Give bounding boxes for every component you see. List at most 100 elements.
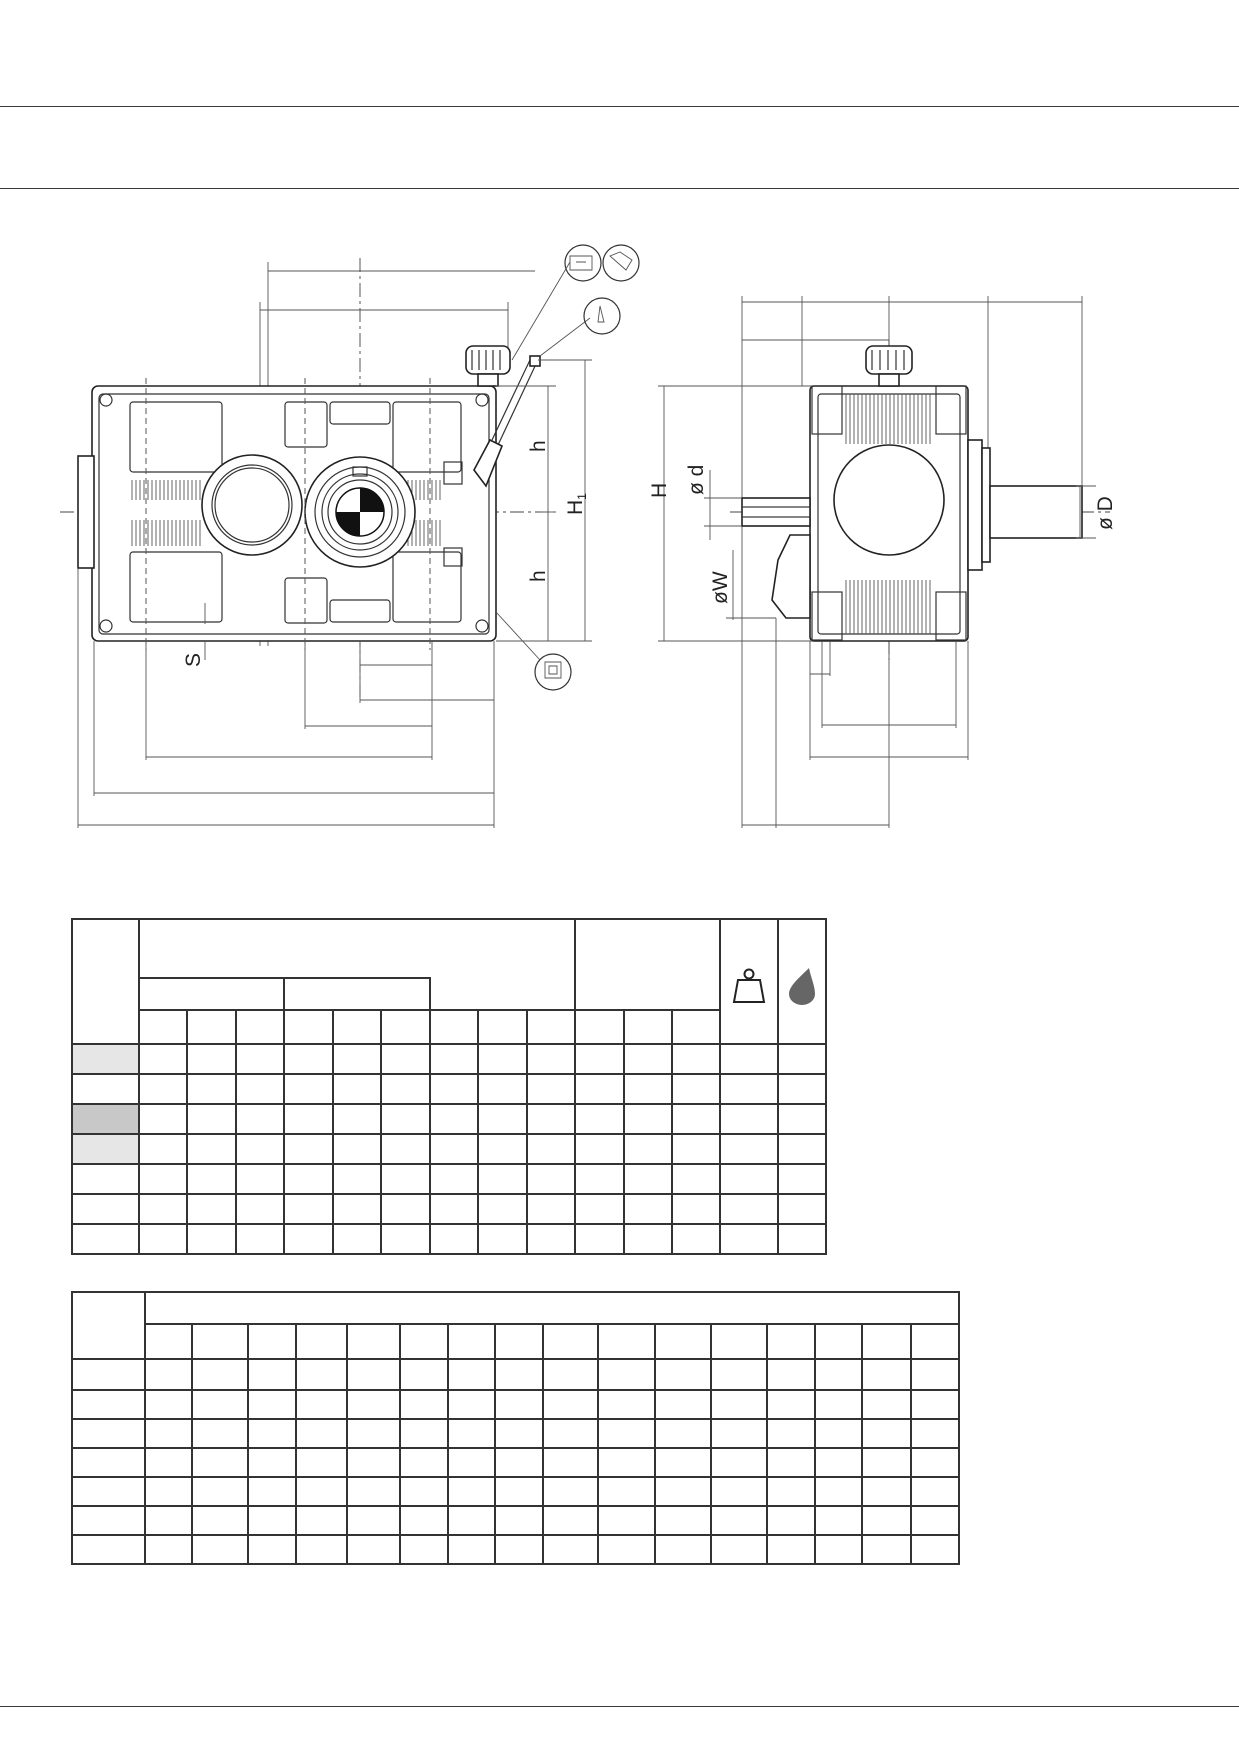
- table1-cell: [623, 1073, 674, 1105]
- table2-column-header: [910, 1322, 960, 1360]
- table1-cell: [671, 1073, 722, 1105]
- table2-row-label-cell: [71, 1418, 146, 1449]
- table2-cell: [710, 1447, 768, 1478]
- table2-cell: [910, 1476, 960, 1507]
- table1-row-label-cell: [71, 1073, 140, 1105]
- table1-cell: [777, 1133, 828, 1165]
- table1-cell: [777, 1223, 828, 1255]
- table1-cell: [777, 1073, 828, 1105]
- table2-cell: [447, 1534, 496, 1565]
- table-row: [71, 1043, 828, 1075]
- table2-cell: [910, 1357, 960, 1392]
- table1-cell: [283, 1223, 334, 1255]
- table2-cell: [766, 1534, 816, 1565]
- oil-drop-icon: [789, 967, 816, 1005]
- table1-cell: [623, 1193, 674, 1225]
- table2-cell: [710, 1357, 768, 1392]
- table2-cell: [346, 1476, 401, 1507]
- table2-cell: [861, 1505, 912, 1536]
- table1-cell: [138, 1103, 188, 1135]
- table2-cell: [654, 1447, 712, 1478]
- table1-column-header: [477, 1009, 528, 1045]
- table2-cell: [295, 1534, 348, 1565]
- table1-cell: [671, 1163, 722, 1195]
- table2-cell: [654, 1476, 712, 1507]
- dimension-table-1: [71, 918, 828, 1255]
- table1-cell: [283, 1193, 334, 1225]
- table2-cell: [399, 1534, 449, 1565]
- table2-cell: [247, 1389, 297, 1420]
- table1-cell: [671, 1193, 722, 1225]
- table1-cell: [186, 1073, 237, 1105]
- dim-label-h-bottom: h: [527, 570, 550, 582]
- table1-cell: [671, 1223, 722, 1255]
- table1-cell: [671, 1043, 722, 1075]
- table1-cell: [477, 1103, 528, 1135]
- table2-cell: [144, 1447, 193, 1478]
- table1-cell: [332, 1133, 382, 1165]
- table2-cell: [910, 1389, 960, 1420]
- table2-column-header: [247, 1322, 297, 1360]
- table2-cell: [494, 1447, 544, 1478]
- table1-cell: [186, 1103, 237, 1135]
- table2-column-header: [494, 1322, 544, 1360]
- table2-cell: [766, 1389, 816, 1420]
- table2-column-header: [144, 1322, 193, 1360]
- table1-cell: [574, 1103, 626, 1135]
- table2-cell: [542, 1389, 599, 1420]
- table2-column-header: [346, 1322, 401, 1360]
- table1-cell: [623, 1133, 674, 1165]
- table-row: [71, 1418, 960, 1449]
- table2-cell: [654, 1534, 712, 1565]
- table1-cell: [777, 1193, 828, 1225]
- table2-cell: [710, 1418, 768, 1449]
- table-row: [71, 1476, 960, 1507]
- table2-cell: [766, 1357, 816, 1392]
- table2-cell: [144, 1357, 193, 1392]
- table1-column-header: [332, 1009, 382, 1045]
- table-row: [71, 1073, 828, 1105]
- table1-cell: [186, 1193, 237, 1225]
- table1-cell: [525, 1103, 577, 1135]
- table2-cell: [766, 1418, 816, 1449]
- table1-weight-header: [719, 918, 780, 1045]
- table2-cell: [597, 1357, 656, 1392]
- table2-column-header: [542, 1322, 599, 1360]
- table2-cell: [447, 1357, 496, 1392]
- table-row: [71, 1357, 960, 1392]
- table2-column-header: [597, 1322, 656, 1360]
- table2-row-label-cell: [71, 1505, 146, 1536]
- table2-cell: [654, 1505, 712, 1536]
- table2-cell: [542, 1476, 599, 1507]
- table1-cell: [332, 1043, 382, 1075]
- table2-cell: [710, 1505, 768, 1536]
- table1-cell: [429, 1133, 479, 1165]
- table1-cell: [380, 1133, 431, 1165]
- table1-group-header-2: [574, 918, 722, 1011]
- table1-cell: [138, 1193, 188, 1225]
- table2-cell: [447, 1389, 496, 1420]
- table1-cell: [623, 1163, 674, 1195]
- table1-cell: [574, 1223, 626, 1255]
- table2-cell: [447, 1505, 496, 1536]
- table2-cell: [494, 1389, 544, 1420]
- table2-cell: [494, 1476, 544, 1507]
- table1-cell: [525, 1223, 577, 1255]
- table1-subgroup-b: [283, 977, 431, 1011]
- table1-cell: [332, 1223, 382, 1255]
- table2-cell: [861, 1418, 912, 1449]
- table2-cell: [144, 1505, 193, 1536]
- table2-cell: [447, 1476, 496, 1507]
- dim-label-s: S: [182, 653, 205, 667]
- table2-cell: [814, 1418, 863, 1449]
- table2-cell: [144, 1389, 193, 1420]
- table1-cell: [719, 1193, 780, 1225]
- table2-cell: [814, 1534, 863, 1565]
- table2-row-label-cell: [71, 1357, 146, 1392]
- table1-cell: [186, 1043, 237, 1075]
- table1-cell: [332, 1163, 382, 1195]
- table2-cell: [346, 1505, 401, 1536]
- table1-cell: [235, 1133, 285, 1165]
- table2-cell: [494, 1418, 544, 1449]
- table1-cell: [525, 1133, 577, 1165]
